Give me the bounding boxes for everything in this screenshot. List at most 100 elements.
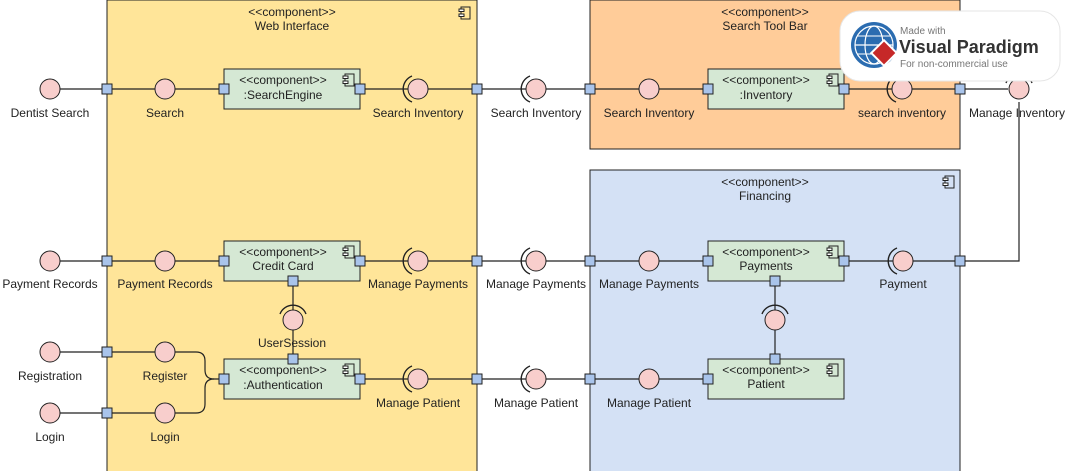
register-interface[interactable] <box>154 341 176 363</box>
port[interactable] <box>287 275 299 287</box>
port[interactable] <box>101 255 113 267</box>
interface-label: search inventory <box>858 106 946 120</box>
interface-labels: Dentist Search Search Search Inventory S… <box>2 106 1065 444</box>
container-title: Web Interface <box>255 19 330 33</box>
component-name: :SearchEngine <box>244 88 323 102</box>
port[interactable] <box>954 83 966 95</box>
component-name: Patient <box>747 377 785 391</box>
search-inventory-interface[interactable] <box>407 78 429 100</box>
port[interactable] <box>354 255 366 267</box>
manage-patient-interface[interactable] <box>638 368 660 390</box>
port[interactable] <box>769 275 781 287</box>
watermark-brand: Visual Paradigm <box>899 37 1039 57</box>
interface-label: Login <box>35 430 64 444</box>
component-box <box>223 240 361 282</box>
payment-records-interface[interactable] <box>39 250 61 272</box>
port[interactable] <box>838 83 850 95</box>
port[interactable] <box>354 373 366 385</box>
payment-records-interface[interactable] <box>154 250 176 272</box>
interface-label: Manage Payments <box>599 277 699 291</box>
port[interactable] <box>702 373 714 385</box>
container-title: Financing <box>739 189 791 203</box>
credit-card-component[interactable]: <<component>> Credit Card <box>223 240 361 282</box>
container-title: Search Tool Bar <box>722 19 807 33</box>
manage-payments-interface[interactable] <box>525 250 547 272</box>
port[interactable] <box>702 83 714 95</box>
interface-label: Manage Patient <box>494 396 579 410</box>
socket-icon <box>761 304 789 315</box>
component-box <box>707 358 845 400</box>
port[interactable] <box>471 83 483 95</box>
port[interactable] <box>218 373 230 385</box>
socket-icon <box>520 365 531 393</box>
container-stereotype: <<component>> <box>248 5 335 19</box>
component-stereotype: <<component>> <box>722 363 809 377</box>
container-stereotype: <<component>> <box>721 5 808 19</box>
component-name: Credit Card <box>252 259 313 273</box>
socket-icon <box>402 247 413 275</box>
registration-interface[interactable] <box>39 341 61 363</box>
manage-payments-interface[interactable] <box>407 250 429 272</box>
socket-icon <box>402 365 413 393</box>
port[interactable] <box>101 83 113 95</box>
interface-label: Register <box>143 369 188 383</box>
component-stereotype: <<component>> <box>722 245 809 259</box>
component-stereotype: <<component>> <box>239 73 326 87</box>
interface-label: Payment Records <box>2 277 97 291</box>
patient-link-interface[interactable] <box>764 309 786 331</box>
port[interactable] <box>471 373 483 385</box>
port[interactable] <box>584 83 596 95</box>
interface-label: Manage Patient <box>376 396 461 410</box>
interface-label: Search Inventory <box>491 106 582 120</box>
ports <box>101 83 966 419</box>
interface-label: Search <box>146 106 184 120</box>
port[interactable] <box>218 83 230 95</box>
port[interactable] <box>354 83 366 95</box>
search-inventory-interface[interactable] <box>638 78 660 100</box>
socket-icon <box>279 304 307 315</box>
interface-label: Manage Payments <box>486 277 586 291</box>
inventory-component[interactable]: <<component>> :Inventory <box>707 68 845 110</box>
login-interface[interactable] <box>154 402 176 424</box>
interface-label: Manage Payments <box>368 277 468 291</box>
payment-interface[interactable] <box>892 250 914 272</box>
socket-icon <box>402 75 413 103</box>
search-inventory-interface[interactable] <box>525 78 547 100</box>
manage-patient-interface[interactable] <box>407 368 429 390</box>
watermark-made-with: Made with <box>900 26 946 37</box>
component-box <box>223 358 361 400</box>
port[interactable] <box>584 255 596 267</box>
dentist-search-interface[interactable] <box>39 78 61 100</box>
port[interactable] <box>218 255 230 267</box>
port[interactable] <box>769 353 781 365</box>
manage-payments-interface[interactable] <box>638 250 660 272</box>
authentication-component[interactable]: <<component>> :Authentication <box>223 358 361 400</box>
port[interactable] <box>954 255 966 267</box>
interface-label: Search Inventory <box>373 106 464 120</box>
component-stereotype: <<component>> <box>722 73 809 87</box>
port[interactable] <box>287 353 299 365</box>
watermark-note: For non-commercial use <box>900 59 1008 70</box>
interface-label: Payment Records <box>117 277 212 291</box>
port[interactable] <box>101 407 113 419</box>
manage-patient-interface[interactable] <box>525 368 547 390</box>
provided-interfaces <box>39 78 1030 424</box>
port[interactable] <box>101 346 113 358</box>
port[interactable] <box>838 255 850 267</box>
component-name: Payments <box>739 259 792 273</box>
interface-label: Manage Patient <box>607 396 692 410</box>
login-interface[interactable] <box>39 402 61 424</box>
patient-component[interactable]: <<component>> Patient <box>707 358 845 400</box>
component-name: :Authentication <box>243 378 322 392</box>
search-interface[interactable] <box>154 78 176 100</box>
search-inventory-lc-interface[interactable] <box>891 78 913 100</box>
manage-inventory-interface[interactable] <box>1008 78 1030 100</box>
port[interactable] <box>584 373 596 385</box>
port[interactable] <box>471 255 483 267</box>
payments-component[interactable]: <<component>> Payments <box>707 240 845 282</box>
search-engine-component[interactable]: <<component>> :SearchEngine <box>223 68 361 110</box>
port[interactable] <box>702 255 714 267</box>
user-session-interface[interactable] <box>282 309 304 331</box>
component-box <box>707 240 845 282</box>
